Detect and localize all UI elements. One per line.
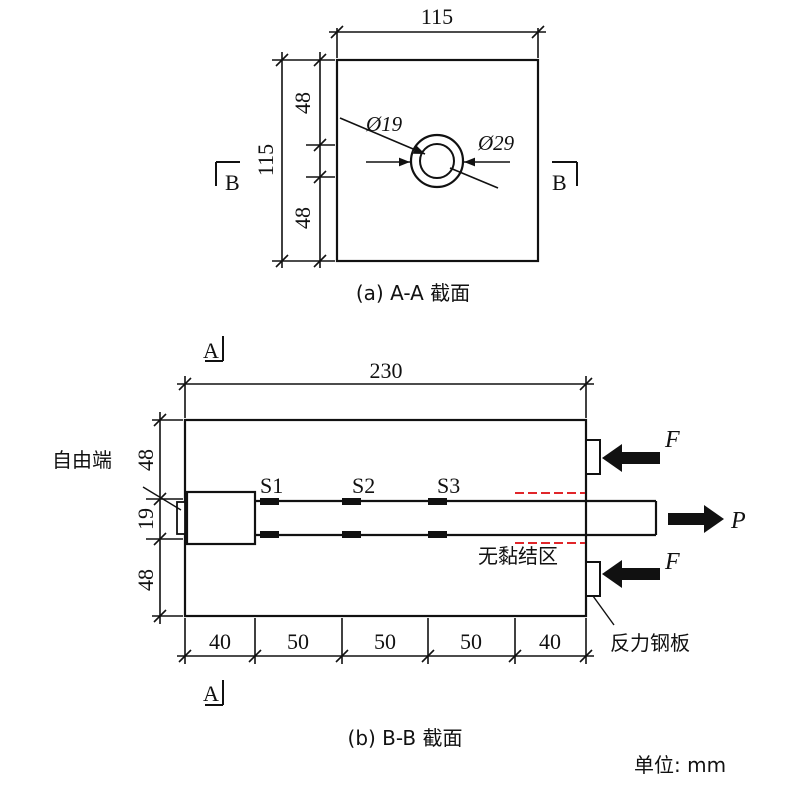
section-a-upper-48-label: 48 xyxy=(290,92,315,114)
overall-length-label: 230 xyxy=(370,358,403,383)
section-a-caption: (a) A-A 截面 xyxy=(356,281,470,305)
section-b-bottom-dimension xyxy=(177,618,594,664)
bottom-dim-2: 50 xyxy=(287,629,309,654)
cut-marker-a-bottom xyxy=(205,680,224,706)
gauge-s2-label: S2 xyxy=(352,473,375,498)
section-b-upper-48-label: 48 xyxy=(133,449,158,471)
section-b-lower-48-label: 48 xyxy=(133,569,158,591)
duct-outer-circle xyxy=(409,133,465,189)
reaction-plate-leader xyxy=(592,595,615,626)
unit-label: 单位: mm xyxy=(634,753,726,777)
force-f-bottom-label: F xyxy=(664,549,680,575)
diameter-29-label: Ø29 xyxy=(477,131,515,155)
duct-inner-circle xyxy=(419,143,455,179)
bottom-dim-1: 40 xyxy=(209,629,231,654)
section-a-top-width-label: 115 xyxy=(421,4,453,29)
diameter-19-leader xyxy=(339,117,426,155)
pull-force-arrow xyxy=(668,505,724,533)
cut-marker-b-left xyxy=(215,161,240,186)
section-a-square xyxy=(335,58,540,263)
section-b-overall-dimension xyxy=(177,376,594,418)
strain-gauges xyxy=(260,498,447,538)
anchor-block xyxy=(185,490,257,546)
reaction-plate-label: 反力钢板 xyxy=(610,631,690,655)
bottom-dim-3: 50 xyxy=(374,629,396,654)
section-a: 115 115 48 48 Ø19 Ø29 xyxy=(215,4,578,305)
unbonded-zone-label: 无黏结区 xyxy=(478,544,558,568)
diameter-19-leader-tail xyxy=(449,167,499,189)
unbonded-zone-marks xyxy=(515,492,585,544)
reaction-plate-top xyxy=(585,439,601,475)
free-end-leader xyxy=(142,486,182,511)
reaction-plate-bottom xyxy=(585,561,601,597)
section-b-caption: (b) B-B 截面 xyxy=(348,726,463,750)
gauge-s3-label: S3 xyxy=(437,473,460,498)
free-end-label: 自由端 xyxy=(52,448,112,472)
bottom-dim-4: 50 xyxy=(460,629,482,654)
cut-label-a-bottom: A xyxy=(203,681,219,706)
force-arrow-top xyxy=(602,444,660,472)
cut-label-b-left: B xyxy=(225,170,240,195)
section-b-left-dimension xyxy=(146,412,183,624)
force-f-top-label: F xyxy=(664,427,680,453)
section-a-top-dimension xyxy=(329,25,546,58)
free-end-stub xyxy=(176,501,186,535)
cut-label-b-right: B xyxy=(552,170,567,195)
cut-marker-b-right xyxy=(552,161,578,186)
section-b: A 230 48 19 48 自由端 xyxy=(52,336,746,750)
gauge-s1-label: S1 xyxy=(260,473,283,498)
bottom-dim-5: 40 xyxy=(539,629,561,654)
section-a-left-dimension xyxy=(272,52,335,268)
diameter-19-label: Ø19 xyxy=(365,112,403,136)
pull-force-p-label: P xyxy=(730,508,746,534)
cut-label-a-top: A xyxy=(203,338,219,363)
section-b-middle-19-label: 19 xyxy=(133,508,158,530)
cut-marker-a-top xyxy=(205,336,224,362)
steel-bar xyxy=(255,499,658,537)
section-a-inner-dimension xyxy=(306,52,335,268)
section-a-lower-48-label: 48 xyxy=(290,207,315,229)
force-arrow-bottom xyxy=(602,560,660,588)
section-a-left-height-label: 115 xyxy=(253,144,278,176)
